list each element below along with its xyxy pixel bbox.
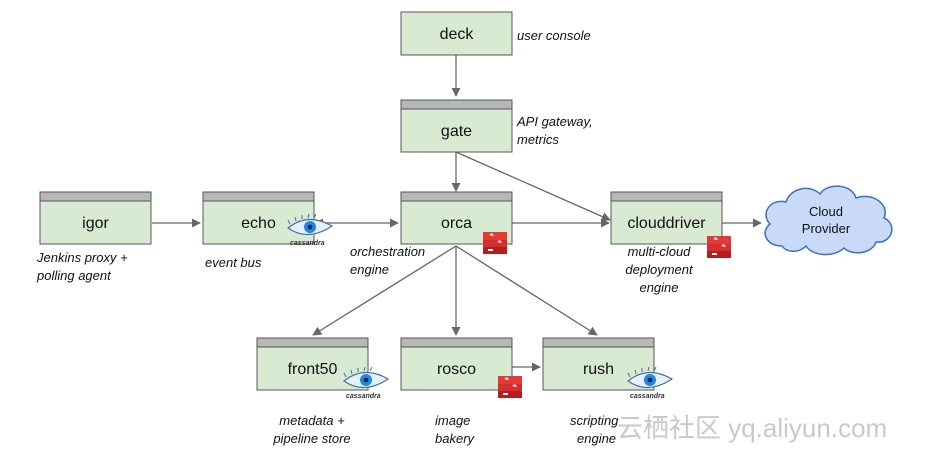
cassandra-icon: cassandra <box>342 366 390 400</box>
caption-gate-line2: metrics <box>517 132 559 147</box>
cassandra-icon: cassandra <box>626 366 674 400</box>
caption-orca-line1: orchestration <box>350 244 425 259</box>
node-echo-label: echo <box>241 215 276 232</box>
cassandra-label: cassandra <box>346 393 381 400</box>
caption-rosco-line2: bakery <box>435 431 476 446</box>
redis-icon <box>707 236 731 258</box>
caption-echo: event bus <box>205 255 262 270</box>
edges <box>152 55 762 372</box>
node-clouddriver-label: clouddriver <box>627 215 706 232</box>
edge-orca-front50 <box>312 245 457 336</box>
node-gate: gate <box>400 99 513 153</box>
caption-gate-line1: API gateway, <box>516 114 593 129</box>
caption-igor-line1: Jenkins proxy + <box>36 250 128 265</box>
caption-igor-line2: polling agent <box>36 268 112 283</box>
node-deck: deck <box>400 11 513 56</box>
edge-orca-rush <box>455 245 598 336</box>
redis-icon <box>498 376 522 398</box>
cloud-icon <box>764 185 893 256</box>
edge-gate-clouddriver <box>455 151 611 221</box>
node-igor: igor <box>39 191 152 245</box>
caption-rush-line2: engine <box>577 431 616 446</box>
node-igor-label: igor <box>82 215 109 232</box>
node-orca-label: orca <box>441 215 472 232</box>
caption-front50-line2: pipeline store <box>272 431 350 446</box>
caption-rosco-line1: image <box>435 413 470 428</box>
caption-clouddriver-line3: engine <box>639 280 678 295</box>
caption-clouddriver-line2: deployment <box>625 262 694 277</box>
caption-deck: user console <box>517 28 591 43</box>
node-rush-label: rush <box>583 361 614 378</box>
cloud-label-line2: Provider <box>802 221 851 236</box>
node-echo: echo <box>202 191 315 245</box>
node-clouddriver: clouddriver <box>610 191 723 245</box>
cassandra-label: cassandra <box>630 393 665 400</box>
node-deck-label: deck <box>440 26 475 43</box>
cloud-label-line1: Cloud <box>809 204 843 219</box>
cassandra-icon: cassandra <box>286 213 334 247</box>
cassandra-label: cassandra <box>290 240 325 247</box>
node-rosco-label: rosco <box>437 361 476 378</box>
node-rosco: rosco <box>400 337 513 391</box>
watermark: 云栖社区 yq.aliyun.com <box>617 413 887 443</box>
caption-rush-line1: scripting <box>570 413 619 428</box>
cloud-provider: Cloud Provider <box>764 185 893 256</box>
node-front50-label: front50 <box>288 361 338 378</box>
caption-orca-line2: engine <box>350 262 389 277</box>
node-gate-label: gate <box>441 123 472 140</box>
caption-clouddriver-line1: multi-cloud <box>628 244 692 259</box>
redis-icon <box>483 232 507 254</box>
caption-front50-line1: metadata + <box>279 413 345 428</box>
